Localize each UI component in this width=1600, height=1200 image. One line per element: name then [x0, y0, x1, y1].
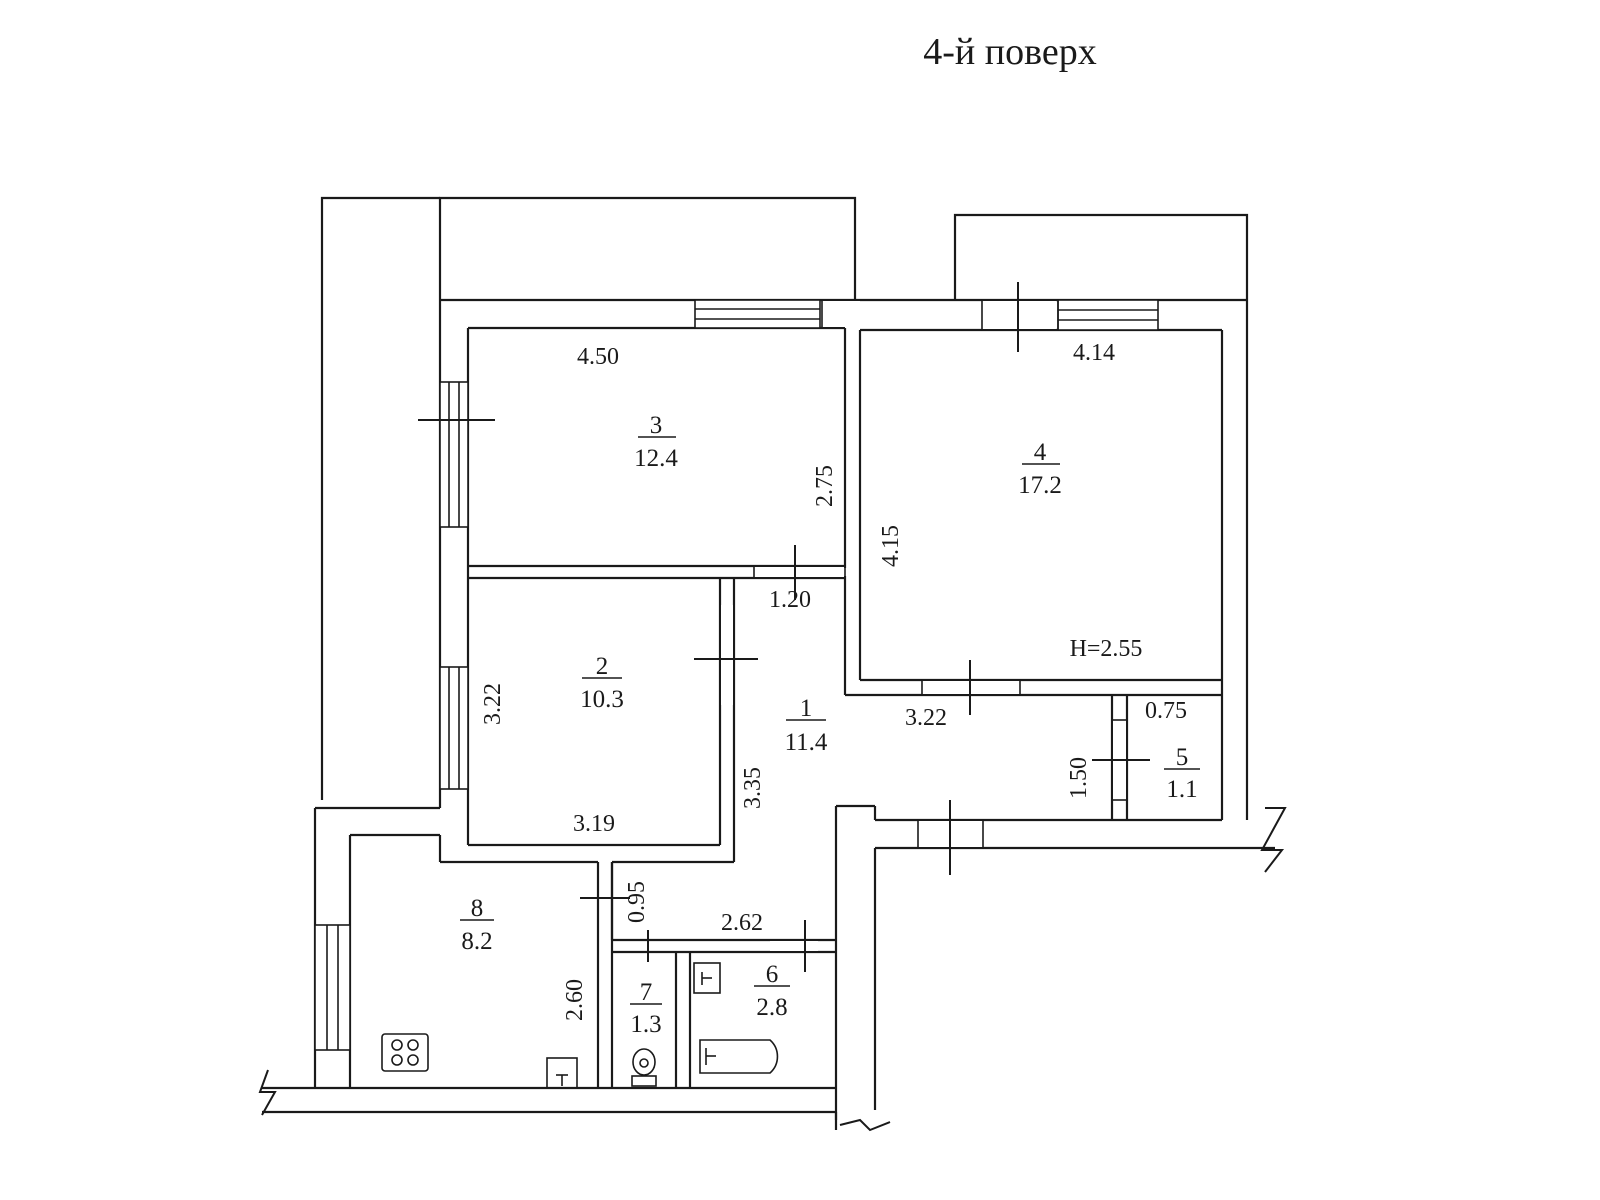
room-number: 5: [1176, 744, 1189, 771]
room-area: 10.3: [580, 686, 624, 713]
dim-room5-width: 0.75: [1145, 698, 1187, 724]
room-number: 7: [640, 979, 653, 1006]
window-room3-top: [694, 299, 821, 329]
window-room2-left: [439, 666, 469, 790]
stove-icon: [381, 1033, 429, 1072]
doors: [418, 282, 1150, 972]
room-area: 1.1: [1166, 776, 1197, 803]
room-label-4: 4 17.2: [1018, 439, 1062, 499]
dim-room4-width: 4.14: [1073, 340, 1115, 366]
room-number: 6: [766, 961, 779, 988]
room-label-3: 3 12.4: [634, 412, 678, 472]
dim-kitchen-depth: 2.60: [562, 979, 588, 1021]
window-room4-top: [1057, 299, 1159, 331]
bathtub-icon: [699, 1039, 779, 1074]
room-area: 2.8: [756, 994, 787, 1021]
dim-room2-depth: 3.22: [480, 683, 506, 725]
dim-room4-depth: 4.15: [878, 525, 904, 567]
room-number: 8: [471, 895, 484, 922]
room-area: 8.2: [461, 928, 492, 955]
window-kitchen-left: [314, 924, 351, 1051]
right-balcony: [953, 213, 1249, 300]
ceiling-height: H=2.55: [1070, 636, 1143, 662]
room-label-8: 8 8.2: [460, 895, 494, 955]
dim-corridor-width: 1.20: [769, 587, 811, 613]
dim-bath-width: 2.62: [721, 910, 763, 936]
kitchen-sink-icon: [546, 1057, 578, 1089]
room-number: 4: [1034, 439, 1047, 466]
room-number: 1: [800, 695, 813, 722]
room-label-1: 1 11.4: [785, 695, 828, 756]
toilet-icon: [631, 1048, 657, 1087]
room-area: 1.3: [630, 1011, 661, 1038]
dim-room3-depth: 2.75: [812, 465, 838, 507]
dim-hall-width: 3.22: [905, 705, 947, 731]
room-label-6: 6 2.8: [754, 961, 790, 1021]
room-number: 2: [596, 653, 609, 680]
room-label-2: 2 10.3: [580, 653, 624, 713]
dim-passage-width: 0.95: [624, 881, 650, 923]
dim-hall-depth: 3.35: [740, 767, 766, 809]
dim-room3-width: 4.50: [577, 344, 619, 370]
left-loggia: [320, 196, 857, 800]
room-label-7: 7 1.3: [630, 979, 662, 1038]
dim-room2-width: 3.19: [573, 811, 615, 837]
room-area: 11.4: [785, 729, 828, 756]
room-label-5: 5 1.1: [1164, 744, 1200, 803]
room-area: 12.4: [634, 445, 678, 472]
room-number: 3: [650, 412, 663, 439]
wall-break-marks: [258, 807, 1287, 1132]
window-room3-left: [439, 381, 469, 528]
dim-room5-depth: 1.50: [1066, 757, 1092, 799]
washbasin-icon: [693, 962, 721, 994]
room-area: 17.2: [1018, 472, 1062, 499]
floor-title: 4-й поверх: [923, 31, 1096, 73]
